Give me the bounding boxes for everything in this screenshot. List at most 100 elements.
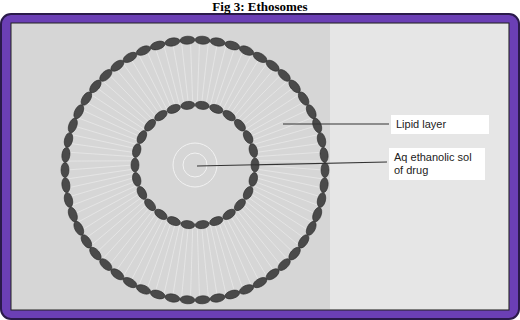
radial-line <box>182 43 189 106</box>
lipid-bead <box>61 177 71 193</box>
part-label: Lipid layer <box>391 115 489 134</box>
lipid-bead <box>180 36 195 45</box>
radial-line <box>78 118 138 141</box>
radial-line <box>240 207 288 259</box>
radial-line <box>109 75 153 121</box>
lipid-bead <box>180 295 195 304</box>
lipid-bead <box>135 185 149 201</box>
lipid-bead <box>122 50 139 64</box>
purple-frame <box>1 14 519 319</box>
radial-line <box>139 55 168 111</box>
radial-line <box>131 59 164 113</box>
radial-line <box>206 44 217 106</box>
lipid-bead <box>180 220 195 230</box>
radial-line <box>248 197 304 238</box>
lipid-bead <box>238 283 255 296</box>
lipid-bead <box>208 215 224 227</box>
radial-line <box>75 126 137 144</box>
lipid-bead <box>131 158 139 172</box>
light-panel <box>330 24 508 309</box>
lipid-bead <box>195 36 210 45</box>
radial-line <box>237 75 281 121</box>
radial-line <box>70 143 135 152</box>
lipid-bead <box>63 192 74 208</box>
lipid-bead <box>210 293 226 303</box>
lipid-bead <box>195 101 210 111</box>
lipid-bead <box>149 40 166 52</box>
radial-line <box>173 224 184 296</box>
lipid-bead <box>316 192 327 208</box>
radial-line <box>257 160 323 161</box>
radial-lines <box>67 42 323 298</box>
radial-line <box>240 81 288 123</box>
radial-line <box>252 189 312 222</box>
lipid-bead <box>164 37 180 47</box>
lipid-bead <box>252 275 269 289</box>
lipid-bead <box>319 177 329 193</box>
radial-line <box>256 143 321 152</box>
lipid-bead <box>224 40 241 52</box>
radial-line <box>248 102 304 133</box>
lipid-bead <box>164 293 180 303</box>
lipid-bead <box>72 103 86 120</box>
lipid-bead <box>208 103 224 115</box>
radial-line <box>97 88 148 127</box>
lipid-bead <box>321 163 329 178</box>
lipid-bead <box>248 172 259 188</box>
lipid-bead <box>195 220 210 230</box>
lipid-bead <box>311 206 324 223</box>
radial-line <box>253 186 315 214</box>
leader-line <box>197 162 387 166</box>
radial-line <box>202 225 209 298</box>
part-label: Aq ethanolic sol of drug <box>389 148 485 180</box>
lipid-bead <box>248 143 259 159</box>
gray-panel <box>11 23 509 310</box>
lipid-bead <box>153 108 169 123</box>
radial-line <box>68 173 133 187</box>
lipid-bead <box>195 295 210 304</box>
radial-line <box>82 193 140 230</box>
radial-line <box>222 55 251 111</box>
radial-line <box>252 118 312 141</box>
core-ring <box>183 153 207 177</box>
radial-line <box>67 160 133 161</box>
radial-line <box>197 42 199 105</box>
radial-line <box>222 219 251 285</box>
radial-line <box>256 152 321 156</box>
radial-line <box>103 207 150 259</box>
radial-line <box>103 81 150 123</box>
radial-line <box>191 225 193 298</box>
radial-line <box>91 95 144 130</box>
radial-line <box>191 42 193 105</box>
radial-line <box>233 69 274 118</box>
radial-line <box>226 217 259 281</box>
lipid-bead <box>319 147 329 163</box>
lipid-bead <box>135 44 152 57</box>
radial-line <box>230 64 267 115</box>
radial-line <box>97 204 148 253</box>
lipid-bead <box>66 206 79 223</box>
figure-title: Fig 3: Ethosomes <box>0 0 520 14</box>
lipid-bead <box>180 101 195 111</box>
radial-line <box>257 169 323 179</box>
lipid-bead <box>131 172 142 188</box>
radial-line <box>257 165 323 170</box>
radial-line <box>255 182 318 206</box>
radial-line <box>245 200 298 245</box>
radial-line <box>210 223 226 294</box>
lipid-bead <box>304 220 318 237</box>
radial-line <box>243 204 294 253</box>
radial-line <box>75 186 137 214</box>
lipid-bead <box>238 44 255 57</box>
lipid-bead <box>61 163 69 178</box>
radial-line <box>233 212 274 271</box>
radial-line <box>139 219 168 285</box>
radial-line <box>250 110 308 137</box>
radial-line <box>68 152 133 156</box>
radial-line <box>86 102 142 133</box>
lipid-bead <box>135 283 152 296</box>
radial-line <box>255 135 318 149</box>
lipid-beads <box>61 36 329 304</box>
radial-line <box>164 223 180 294</box>
radial-line <box>131 217 164 281</box>
